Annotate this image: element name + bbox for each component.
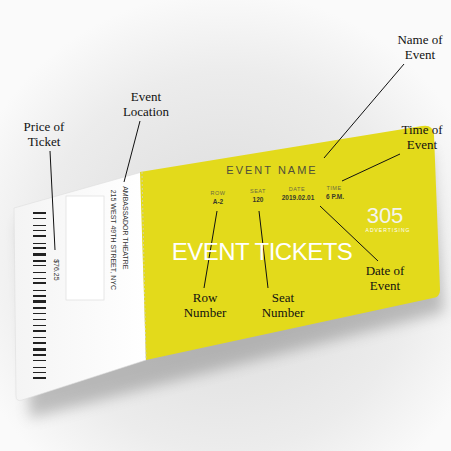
barcode-bar: [33, 243, 46, 244]
field-value: 120: [253, 196, 264, 203]
barcode-bar: [33, 225, 46, 226]
field-label: ROW: [211, 190, 226, 196]
field-label: SEAT: [250, 188, 266, 194]
barcode-bar: [33, 278, 46, 279]
callout-label: Name of Event: [388, 32, 451, 62]
callout-label: Seat Number: [255, 290, 311, 320]
event-name: EVENT NAME: [226, 164, 317, 176]
barcode-bar: [33, 319, 46, 320]
barcode-bar: [33, 253, 46, 256]
leader-line: [124, 121, 140, 182]
barcode-bar: [33, 218, 46, 219]
perforation: [142, 172, 146, 360]
barcode-bar: [33, 313, 46, 314]
barcode-bar: [33, 330, 46, 332]
venue-name: AMBASSADOR THEATRE: [121, 186, 129, 269]
field-value: 2019.02.01: [282, 194, 315, 201]
field-label: DATE: [289, 186, 305, 192]
leader-line: [50, 151, 55, 250]
ticket-body: [140, 126, 440, 360]
callout-label: Time of Event: [392, 122, 451, 152]
field-value: A-2: [213, 198, 223, 205]
ticket-heading: EVENT TICKETS: [172, 239, 353, 265]
barcode-bar: [33, 300, 46, 303]
field-value: 6 P.M.: [326, 193, 344, 200]
barcode-bar: [33, 372, 46, 373]
brand-name: ADVERTISING: [366, 228, 411, 234]
callout-label: Event Location: [115, 89, 177, 119]
callout-label: Row Number: [177, 290, 233, 320]
barcode-bar: [33, 260, 46, 262]
ticket-stub: [14, 172, 146, 401]
stub-blank-box: [66, 196, 104, 300]
leader-line: [342, 154, 400, 181]
barcode-bar: [33, 348, 46, 351]
ticket-price: $76.25: [52, 259, 60, 280]
barcode-bar: [33, 377, 46, 379]
callout-label: Date of Event: [354, 263, 416, 293]
barcode-bar: [33, 367, 46, 368]
barcode-bar: [33, 354, 46, 356]
barcode-bar: [33, 342, 46, 344]
barcode-bar: [33, 272, 46, 273]
brand-number: 305: [367, 204, 404, 228]
barcode-bar: [33, 212, 46, 214]
barcode-bar: [33, 360, 46, 361]
barcode-bar: [33, 235, 46, 237]
leader-lines: [50, 64, 404, 288]
barcode: [33, 212, 46, 379]
barcode-bar: [33, 325, 46, 326]
barcode-bar: [33, 282, 46, 284]
barcode-bar: [33, 295, 46, 297]
barcode-bar: [33, 265, 46, 266]
barcode-bar: [33, 290, 46, 291]
leader-line: [324, 64, 404, 158]
venue-address: 215 WEST 49TH STREET, NYC: [109, 190, 117, 290]
barcode-bar: [33, 307, 46, 309]
callout-label: Price of Ticket: [16, 119, 72, 149]
field-label: TIME: [326, 185, 341, 191]
barcode-bar: [33, 337, 46, 338]
barcode-bar: [33, 247, 46, 249]
barcode-bar: [33, 230, 46, 231]
